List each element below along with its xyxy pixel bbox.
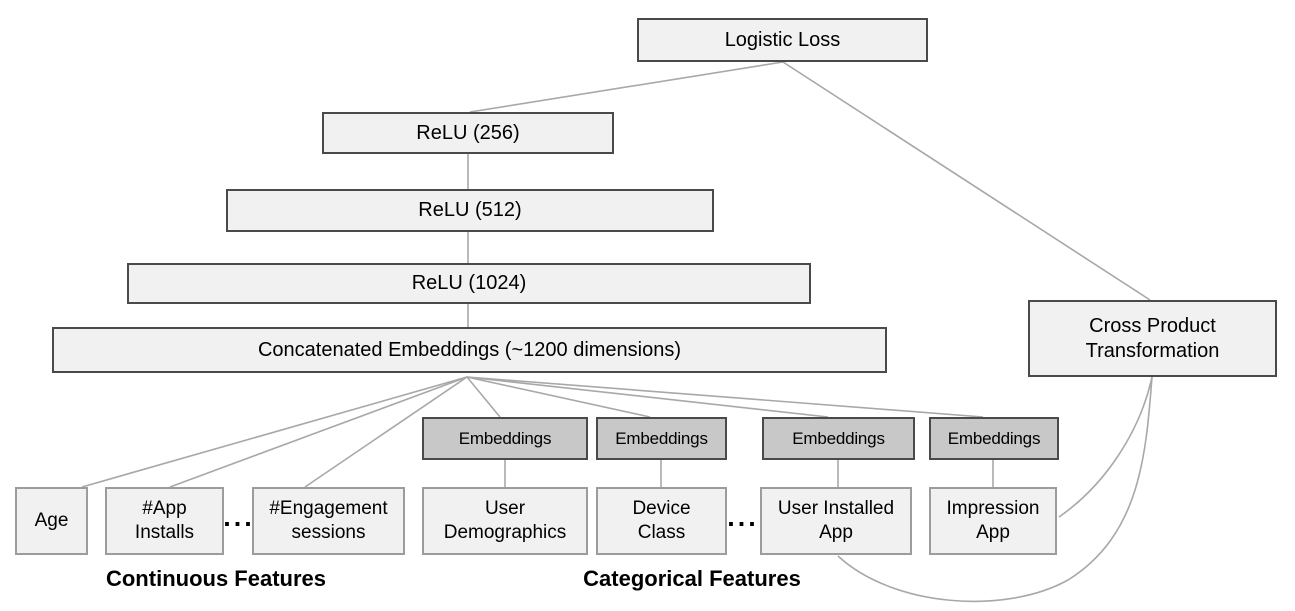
node-cross-product-transformation: Cross Product Transformation [1028,300,1277,377]
node-concatenated-embeddings: Concatenated Embeddings (~1200 dimension… [52,327,887,373]
node-engagement-sessions: #Engagement sessions [252,487,405,555]
node-relu-256: ReLU (256) [322,112,614,154]
connector-cross-to-user-installed [837,376,1153,603]
connector-concat-to-embeddings4 [466,376,984,418]
label-categorical-features: Categorical Features [583,566,801,591]
node-embeddings-impression-app: Embeddings [929,417,1059,460]
node-embeddings-device-class: Embeddings [596,417,727,460]
connector-concat-to-embeddings2 [466,376,651,418]
node-embeddings-user-demographics: Embeddings [422,417,588,460]
node-embeddings-user-installed-app: Embeddings [762,417,915,460]
node-age: Age [15,487,88,555]
node-relu-512: ReLU (512) [226,189,714,232]
node-impression-app: Impression App [929,487,1057,555]
connector-concat-to-embeddings1 [466,376,501,418]
connector-concat-to-embeddings3 [466,376,829,418]
ellipsis-categorical: ... [727,501,759,532]
connector-logistic-to-relu256 [469,61,784,113]
node-logistic-loss: Logistic Loss [637,18,928,62]
label-continuous-features: Continuous Features [105,566,326,591]
connector-cross-to-impression [1058,376,1153,518]
connector-logistic-to-cross-product [782,61,1151,301]
node-user-demographics: User Demographics [422,487,588,555]
connector-concat-to-age [81,376,468,488]
node-device-class: Device Class [596,487,727,555]
ellipsis-continuous: ... [223,501,255,532]
connector-concat-to-engagement [304,376,468,488]
connector-concat-to-app-installs [169,376,468,488]
node-user-installed-app: User Installed App [760,487,912,555]
node-relu-1024: ReLU (1024) [127,263,811,304]
node-app-installs: #App Installs [105,487,224,555]
